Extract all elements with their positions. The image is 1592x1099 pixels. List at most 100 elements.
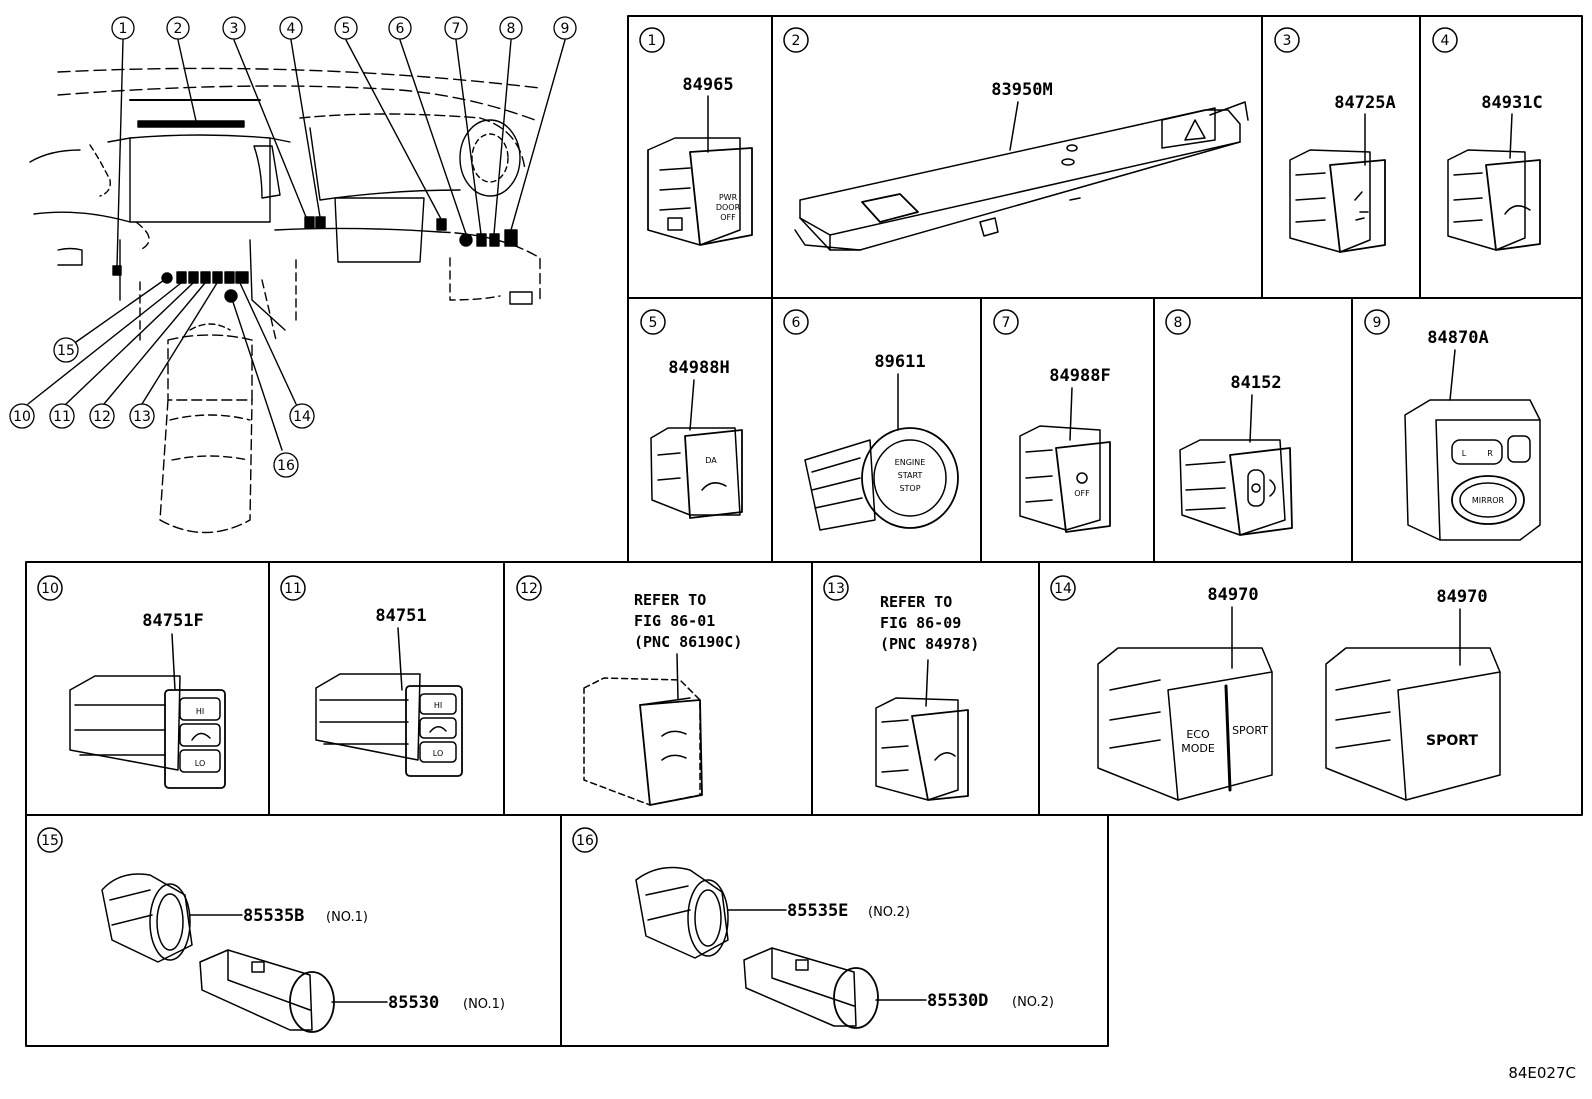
panel-9: 9 84870A L R MIRROR — [1365, 310, 1540, 540]
svg-text:10: 10 — [13, 409, 31, 425]
seat-heater-switch-icon: HI LO — [316, 674, 462, 776]
panel-16-number: 16 — [576, 833, 594, 849]
panel-grid — [26, 16, 1582, 1046]
panel-11: 11 84751 HI LO — [281, 576, 462, 776]
panel-16: 16 85535E (NO.2) 85530D (NO.2) — [573, 828, 1054, 1028]
panel-1-number: 1 — [648, 33, 657, 49]
panel-12-number: 12 — [520, 581, 538, 597]
panel-2: 2 83950M — [784, 28, 1248, 250]
part-number-84931c: 84931C — [1481, 93, 1542, 113]
power-outlet-plug-icon-2 — [744, 948, 878, 1028]
callout-13: 13 — [130, 404, 154, 428]
callout-4: 4 — [280, 17, 302, 39]
svg-text:MODE: MODE — [1181, 742, 1215, 755]
svg-text:R: R — [1487, 449, 1493, 458]
panel-10: 10 84751F HI LO — [38, 576, 225, 788]
svg-text:11: 11 — [53, 409, 71, 425]
power-outlet-socket-icon-2 — [636, 868, 728, 958]
svg-text:LO: LO — [195, 759, 205, 768]
svg-text:ECO: ECO — [1186, 728, 1210, 741]
panel-11-number: 11 — [284, 581, 302, 597]
part-number-85530: 85530 — [388, 993, 439, 1013]
panel-3-number: 3 — [1283, 33, 1292, 49]
panel-12: 12 REFER TO FIG 86-01 (PNC 86190C) — [517, 576, 742, 805]
callout-5: 5 — [335, 17, 357, 39]
switch-rear-hatch-icon — [1448, 150, 1540, 250]
callout-11: 11 — [50, 404, 74, 428]
panel-6-number: 6 — [792, 315, 801, 331]
refer-line-1: REFER TO — [880, 593, 952, 611]
svg-text:1: 1 — [119, 21, 128, 37]
svg-text:OFF: OFF — [1074, 489, 1090, 498]
svg-text:ENGINE: ENGINE — [895, 458, 926, 467]
engine-start-button-icon: ENGINE START STOP — [805, 428, 958, 530]
refer-line-3: (PNC 86190C) — [634, 633, 742, 651]
callout-16: 16 — [274, 453, 298, 477]
note-no2-b: (NO.2) — [1012, 995, 1054, 1010]
panel-4: 4 84931C — [1433, 28, 1543, 250]
part-number-84751: 84751 — [375, 606, 426, 626]
eco-sport-switch-icon: ECO MODE SPORT — [1098, 648, 1272, 800]
dashboard-overview — [28, 40, 565, 533]
switch-pwr-door-icon: PWR DOOR OFF — [648, 138, 752, 245]
svg-text:5: 5 — [342, 21, 351, 37]
part-number-84970-a: 84970 — [1207, 585, 1258, 605]
panel-7-number: 7 — [1002, 315, 1011, 331]
callout-1: 1 — [112, 17, 134, 39]
note-no1-a: (NO.1) — [326, 910, 368, 925]
panel-9-number: 9 — [1373, 315, 1382, 331]
switch-reference-icon — [584, 678, 702, 805]
svg-text:L: L — [1462, 449, 1467, 458]
callout-10: 10 — [10, 404, 34, 428]
svg-text:8: 8 — [507, 21, 516, 37]
part-number-84725a: 84725A — [1334, 93, 1395, 113]
refer-line-2: FIG 86-09 — [880, 614, 961, 632]
callout-15: 15 — [54, 338, 78, 362]
part-number-89611: 89611 — [874, 352, 925, 372]
panel-5: 5 84988H DA — [641, 310, 742, 518]
svg-text:DA: DA — [705, 456, 717, 465]
panel-4-number: 4 — [1441, 33, 1450, 49]
part-number-83950m: 83950M — [991, 80, 1052, 100]
callout-2: 2 — [167, 17, 189, 39]
panel-14-number: 14 — [1054, 581, 1072, 597]
svg-text:9: 9 — [561, 21, 570, 37]
svg-text:SPORT: SPORT — [1232, 724, 1268, 737]
panel-10-number: 10 — [41, 581, 59, 597]
svg-text:4: 4 — [287, 21, 296, 37]
svg-text:16: 16 — [277, 458, 295, 474]
svg-text:13: 13 — [133, 409, 151, 425]
svg-text:PWR: PWR — [719, 193, 738, 202]
svg-text:15: 15 — [57, 343, 75, 359]
part-number-84751f: 84751F — [142, 611, 203, 631]
refer-line-1: REFER TO — [634, 591, 706, 609]
svg-text:LO: LO — [433, 749, 443, 758]
switch-4wd-icon — [1290, 150, 1385, 252]
part-number-84965: 84965 — [682, 75, 733, 95]
panel-3: 3 84725A — [1275, 28, 1396, 252]
panel-8: 8 84152 — [1166, 310, 1292, 535]
part-number-84970-b: 84970 — [1436, 587, 1487, 607]
panel-7: 7 84988F OFF — [994, 310, 1111, 532]
svg-text:7: 7 — [452, 21, 461, 37]
display-unit-icon — [795, 102, 1248, 250]
panel-8-number: 8 — [1174, 315, 1183, 331]
svg-text:14: 14 — [293, 409, 311, 425]
svg-text:3: 3 — [230, 21, 239, 37]
svg-text:MIRROR: MIRROR — [1472, 496, 1505, 505]
part-number-84988f: 84988F — [1049, 366, 1110, 386]
seat-heater-switch-hi-lo-icon: HI LO — [70, 676, 225, 788]
refer-line-2: FIG 86-01 — [634, 612, 715, 630]
svg-text:12: 12 — [93, 409, 111, 425]
panel-1: 1 84965 PWR DOOR OFF — [640, 28, 752, 245]
panel-2-number: 2 — [792, 33, 801, 49]
part-number-85530d: 85530D — [927, 991, 988, 1011]
power-outlet-plug-icon — [200, 950, 334, 1032]
panel-6: 6 89611 ENGINE START STOP — [784, 310, 958, 530]
part-number-84988h: 84988H — [668, 358, 729, 378]
overview-callouts: 1 2 3 4 5 6 7 8 9 15 10 11 12 13 14 16 — [10, 17, 576, 477]
sport-switch-icon: SPORT — [1326, 648, 1500, 800]
svg-text:6: 6 — [396, 21, 405, 37]
callout-12: 12 — [90, 404, 114, 428]
note-no2-a: (NO.2) — [868, 905, 910, 920]
